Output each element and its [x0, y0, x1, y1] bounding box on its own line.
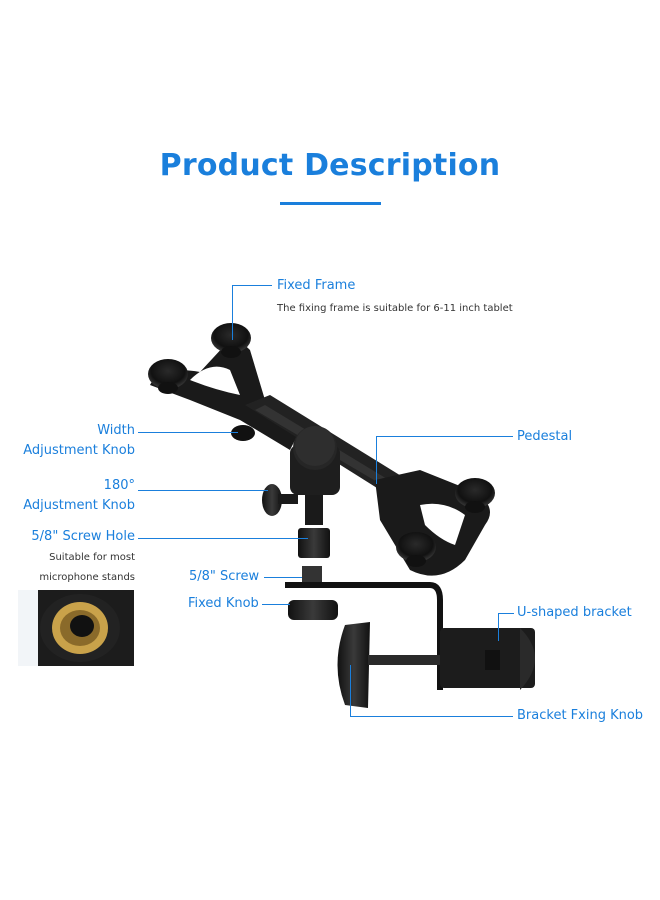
screw-hole-leader — [138, 538, 308, 539]
screw-hole-closeup — [18, 590, 134, 666]
fixed-frame-label: Fixed Frame — [277, 278, 356, 293]
title-underline — [280, 202, 381, 205]
page-title: Product Description — [159, 148, 501, 183]
u-bracket-label: U-shaped bracket — [517, 605, 632, 620]
u-bracket-leader-v — [498, 613, 499, 641]
fixed-knob-label: Fixed Knob — [188, 596, 259, 611]
width-knob-leader — [138, 432, 238, 433]
width-knob-label-1: Width — [97, 423, 135, 438]
pedestal-leader-v — [376, 436, 377, 484]
width-knob-label-2: Adjustment Knob — [23, 443, 135, 458]
screw-hole-desc-2: microphone stands — [39, 572, 135, 583]
pedestal-label: Pedestal — [517, 429, 573, 444]
adjust-180-label-2: Adjustment Knob — [23, 498, 135, 513]
fixed-frame-leader — [232, 285, 233, 340]
screw-hole-desc-1: Suitable for most — [49, 552, 135, 563]
bracket-knob-label: Bracket Fxing Knob — [517, 708, 644, 723]
screw-label: 5/8" Screw — [189, 569, 260, 584]
bracket-knob-leader-h — [350, 716, 513, 717]
fixed-frame-description: The fixing frame is suitable for 6-11 in… — [277, 303, 513, 314]
u-bracket-leader-h — [498, 613, 514, 614]
screw-leader — [264, 577, 302, 578]
fixed-frame-leader-h — [232, 285, 272, 286]
adjust-180-label-1: 180° — [103, 478, 135, 493]
bracket-knob-leader-v — [350, 665, 351, 716]
screw-hole-label: 5/8" Screw Hole — [31, 529, 135, 544]
pedestal-leader-h — [376, 436, 513, 437]
fixed-knob-leader — [262, 604, 290, 605]
adjust-180-leader — [138, 490, 268, 491]
